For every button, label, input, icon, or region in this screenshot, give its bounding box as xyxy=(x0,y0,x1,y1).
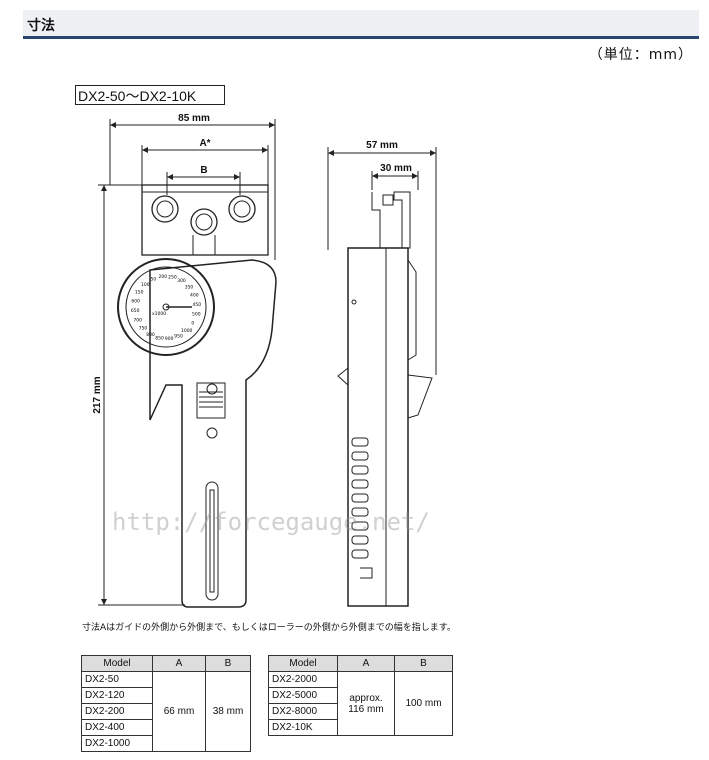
height-label: 217 mm xyxy=(92,376,103,413)
model-cell: DX2-400 xyxy=(81,719,153,736)
column-header-a: A xyxy=(337,655,395,672)
dial-tick-label: 700 xyxy=(133,318,142,324)
model-cell: DX2-8000 xyxy=(268,703,338,720)
table-header-row: Model A B xyxy=(81,655,251,672)
b-value-cell: 100 mm xyxy=(394,671,453,736)
spec-table-small: Model A B DX2-50 66 mm 38 mm DX2-120 DX2… xyxy=(81,655,251,752)
width-total-label: 85 mm xyxy=(178,113,210,124)
dial-tick-label: 1000 xyxy=(181,328,193,334)
dial-tick-label: 250 xyxy=(168,275,177,281)
dial-tick-label: 650 xyxy=(131,308,140,314)
table-row: DX2-2000 approx. 116 mm 100 mm xyxy=(268,671,453,736)
a-value-cell: approx. 116 mm xyxy=(337,671,395,736)
dial-tick-label: 150 xyxy=(135,290,144,296)
a-value-cell: 66 mm xyxy=(152,671,206,752)
column-header-b: B xyxy=(205,655,251,672)
dial-tick-label: 850 xyxy=(155,335,164,341)
model-cell: DX2-50 xyxy=(81,671,153,688)
width-a-label: A* xyxy=(199,138,210,149)
depth-total-label: 57 mm xyxy=(366,140,398,151)
dial-multiplier-label: x1000 xyxy=(152,311,166,317)
model-cell: DX2-200 xyxy=(81,703,153,720)
dial-tick-label: 300 xyxy=(177,278,186,284)
dial-tick-label: 200 xyxy=(159,274,168,280)
table-header-row: Model A B xyxy=(268,655,453,672)
column-header-model: Model xyxy=(268,655,338,672)
model-cell: DX2-1000 xyxy=(81,735,153,752)
dial-tick-label: 400 xyxy=(190,292,199,298)
column-header-b: B xyxy=(394,655,453,672)
dial-tick-label: 600 xyxy=(131,299,140,305)
dial-tick-label: 750 xyxy=(139,326,148,332)
dial-tick-label: 950 xyxy=(174,333,183,339)
dial-tick-label: 450 xyxy=(193,302,202,308)
model-cell: DX2-5000 xyxy=(268,687,338,704)
dial-tick-label: 0 xyxy=(191,321,194,327)
unit-label: （単位：mm） xyxy=(588,47,693,63)
model-cell: DX2-10K xyxy=(268,719,338,736)
column-header-a: A xyxy=(152,655,206,672)
spec-table-large: Model A B DX2-2000 approx. 116 mm 100 mm… xyxy=(268,655,453,736)
model-cell: DX2-2000 xyxy=(268,671,338,688)
model-range-label: DX2-50〜DX2-10K xyxy=(75,85,225,105)
column-header-model: Model xyxy=(81,655,153,672)
dial-tick-label: 50 xyxy=(151,277,157,283)
b-value-cell: 38 mm xyxy=(205,671,251,752)
dial-tick-label: 350 xyxy=(185,284,194,290)
dial-tick-label: 800 xyxy=(146,332,155,338)
width-b-label: B xyxy=(200,165,207,176)
section-header: 寸法 xyxy=(23,10,699,39)
table-row: DX2-10K xyxy=(268,719,453,736)
dial-tick-label: 500 xyxy=(192,311,201,317)
dial-tick-label: 100 xyxy=(141,282,150,288)
dimension-note: 寸法Aはガイドの外側から外側まで、もしくはローラーの外側から外側までの幅を指しま… xyxy=(82,623,456,633)
model-cell: DX2-120 xyxy=(81,687,153,704)
section-title: 寸法 xyxy=(27,18,55,34)
depth-guide-label: 30 mm xyxy=(380,163,412,174)
table-row: DX2-50 66 mm 38 mm xyxy=(81,671,251,752)
watermark: http://forcegauge.net/ xyxy=(112,508,430,536)
dial-tick-label: 900 xyxy=(165,336,174,342)
table-row: DX2-1000 xyxy=(81,735,251,752)
